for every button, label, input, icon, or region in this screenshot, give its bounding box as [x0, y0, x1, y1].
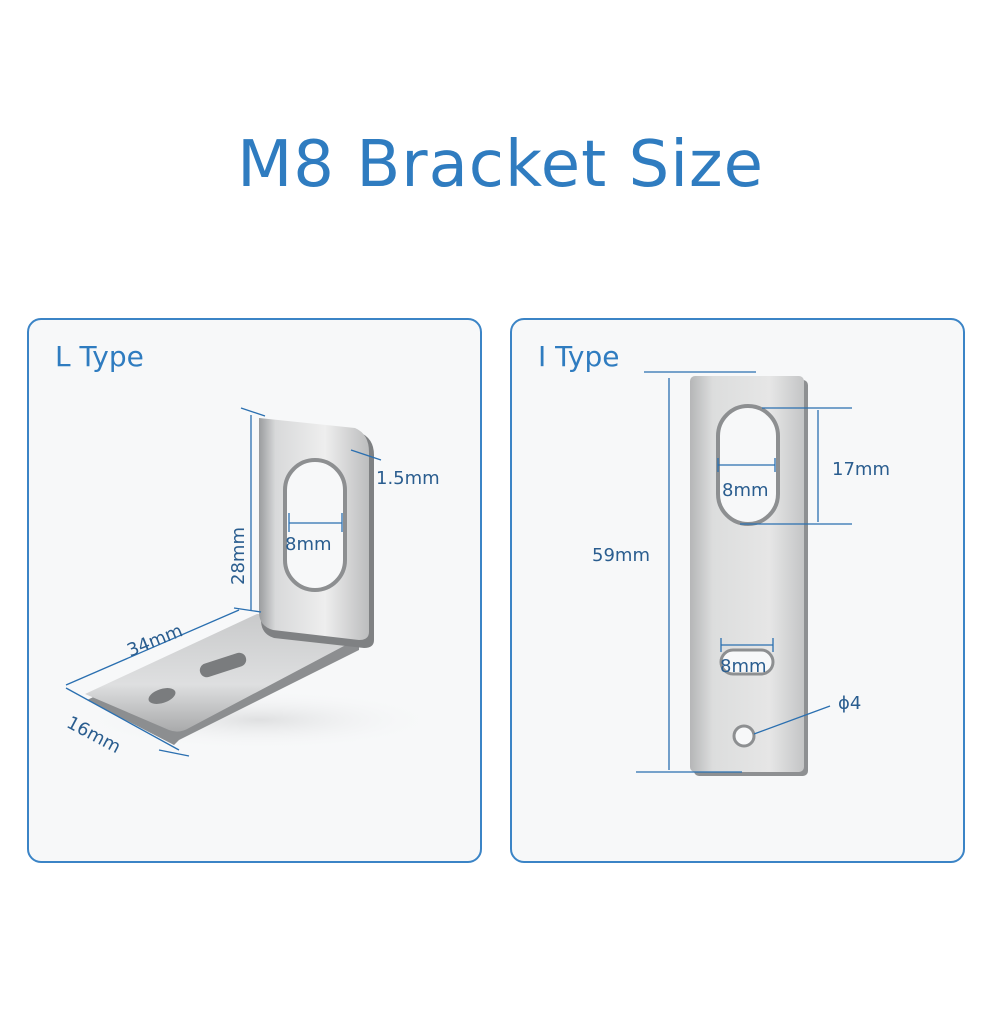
- round-hole: [732, 724, 756, 748]
- slot-hole: [199, 652, 247, 678]
- bottom-slot-width-dim: 8mm: [720, 656, 767, 677]
- upright-slot: [283, 458, 347, 592]
- page-title: M8 Bracket Size: [237, 128, 764, 202]
- round-hole: [148, 688, 176, 704]
- l-bracket-base: [85, 614, 361, 745]
- i-bracket-illustration: 17mm 8mm 59mm 8mm ϕ4: [592, 371, 890, 776]
- total-length-dim: 59mm: [592, 545, 650, 566]
- l-bracket-illustration: 1.5mm 28mm 8mm 34mm 16mm: [63, 407, 440, 758]
- i-type-panel: I Type: [510, 318, 965, 863]
- hole-dim: ϕ4: [838, 693, 861, 714]
- slot-width-dim: 8mm: [285, 534, 332, 555]
- top-slot-width-dim: 8mm: [722, 480, 769, 501]
- dimension-lines: [65, 407, 382, 757]
- l-bracket-upright: [259, 418, 374, 648]
- thickness-dim: 1.5mm: [376, 468, 440, 489]
- height-dim: 28mm: [228, 527, 249, 585]
- l-type-label: L Type: [55, 340, 144, 373]
- l-type-panel: L Type: [27, 318, 482, 863]
- slot-length-dim: 17mm: [832, 459, 890, 480]
- i-bracket-plate: [690, 376, 808, 776]
- bottom-slot: [719, 648, 775, 676]
- i-type-label: I Type: [538, 340, 620, 373]
- dimension-lines: [636, 371, 852, 773]
